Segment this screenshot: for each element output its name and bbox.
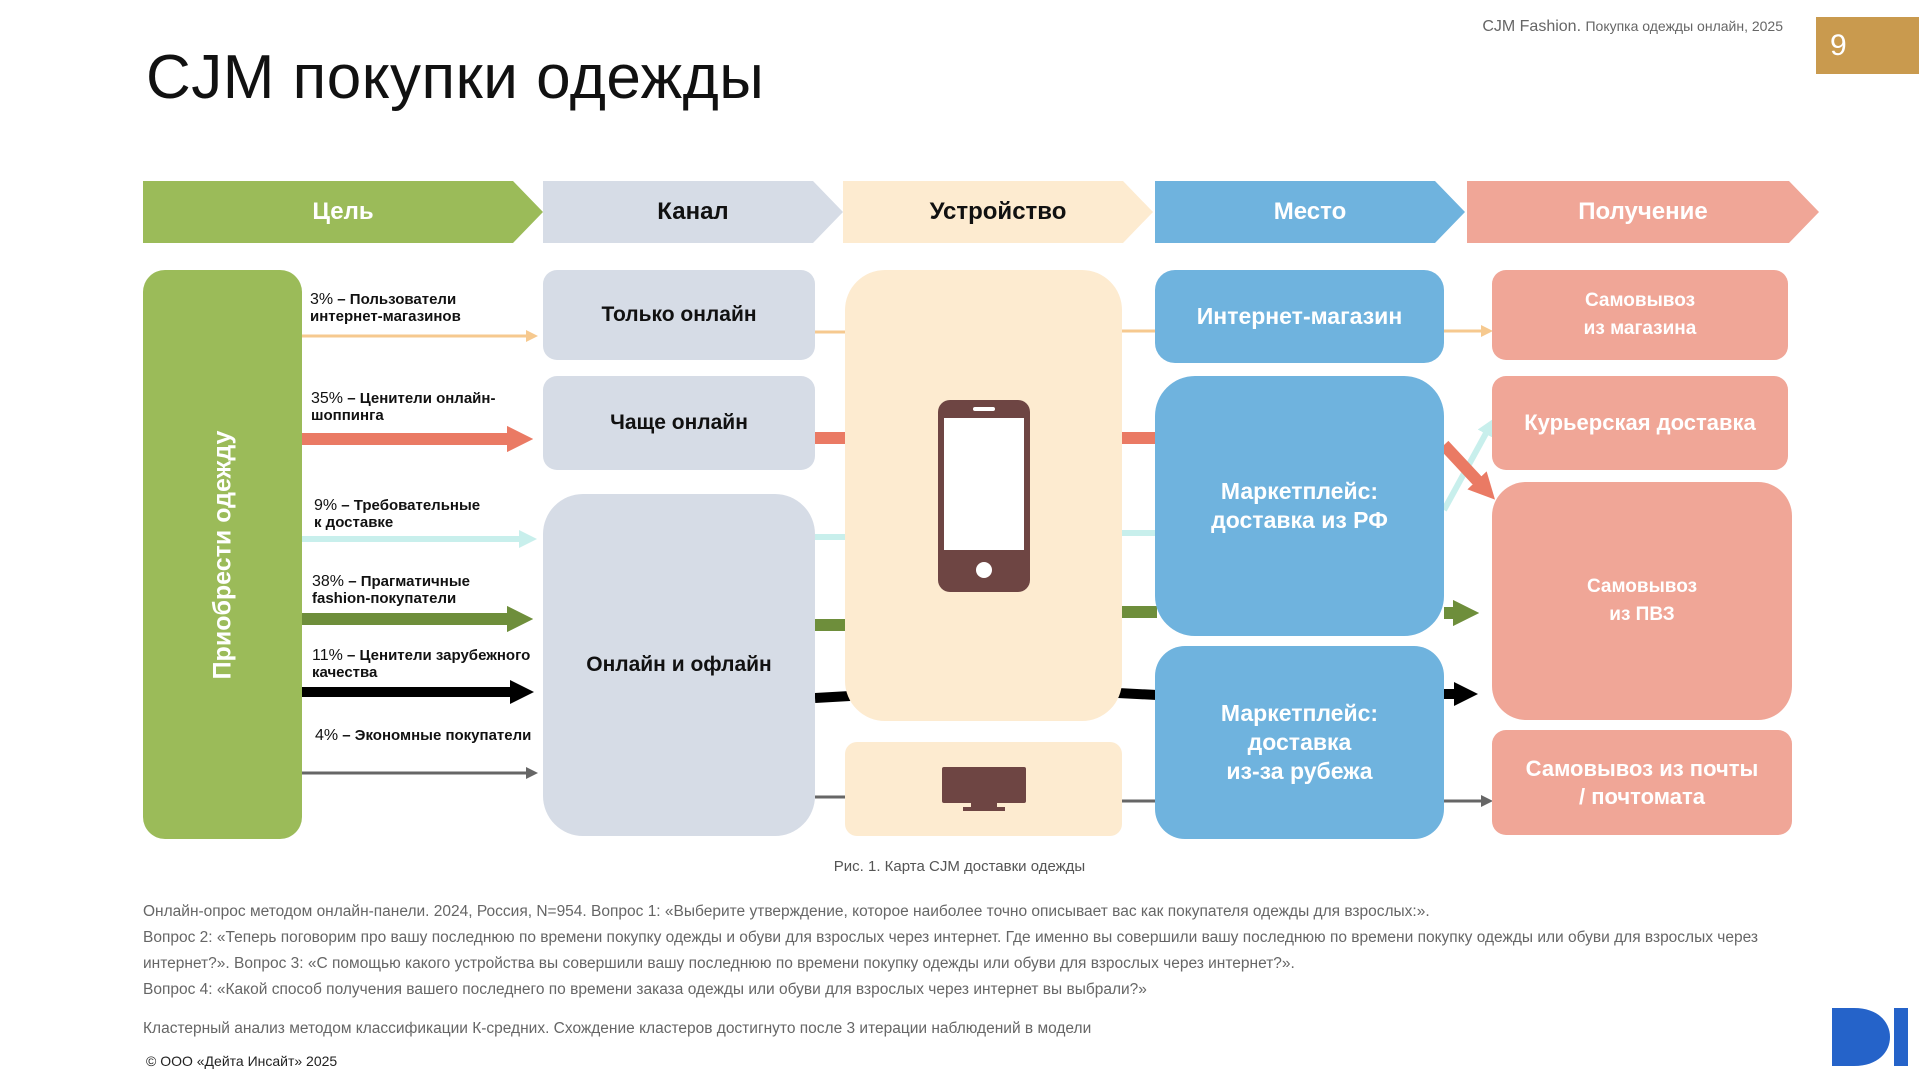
figure-caption: Рис. 1. Карта CJM доставки одежды <box>833 858 1086 875</box>
segment-text: – Требовательные <box>341 497 481 514</box>
stage-channel: Канал <box>543 181 843 243</box>
receiving-line: / почтомата <box>1578 783 1706 809</box>
segment-text-2: fashion-покупатели <box>312 590 457 607</box>
segment-text: – Экономные покупатели <box>342 727 532 744</box>
segment-text-2: к доставке <box>314 514 394 531</box>
segment-text: – Ценители онлайн- <box>347 390 496 407</box>
monitor-icon <box>941 767 1026 811</box>
note-line-4: Кластерный анализ методом классификации … <box>143 1020 1092 1037</box>
stage-device: Устройство <box>843 181 1153 243</box>
company-logo-icon <box>1832 1008 1908 1066</box>
receiving-store-pickup: Самовывоз из магазина <box>1492 270 1788 360</box>
channel-online-only: Только онлайн <box>543 270 815 360</box>
segment-label-6: 4% – Экономные покупатели <box>315 727 531 744</box>
place-online-store: Интернет-магазин <box>1155 270 1444 363</box>
note-line-1: Онлайн-опрос методом онлайн-панели. 2024… <box>143 903 1430 920</box>
segment-pct: 9% <box>314 497 338 514</box>
segment-label-2: 35% – Ценители онлайн- шоппинга <box>311 390 495 424</box>
receiving-line: из магазина <box>1583 318 1697 339</box>
stage-goal: Цель <box>143 181 543 243</box>
header-subtitle: Покупка одежды онлайн, 2025 <box>1585 18 1783 34</box>
copyright: © ООО «Дейта Инсайт» 2025 <box>146 1053 338 1069</box>
page-number: 9 <box>1816 17 1919 74</box>
segment-pct: 38% <box>312 573 345 590</box>
channel-online-offline: Онлайн и офлайн <box>543 494 815 836</box>
place-line: доставка из РФ <box>1211 507 1388 533</box>
receiving-post-pickup: Самовывоз из почты / почтомата <box>1492 730 1792 835</box>
receiving-courier: Курьерская доставка <box>1492 376 1788 470</box>
device-mobile-box <box>845 270 1122 721</box>
segment-label-3: 9% – Требовательные к доставке <box>314 497 480 531</box>
stage-receiving: Получение <box>1467 181 1819 243</box>
place-line: Маркетплейс: <box>1220 700 1379 726</box>
segment-text: – Ценители зарубежного <box>347 647 531 664</box>
segment-text-2: качества <box>312 664 378 681</box>
smartphone-icon <box>937 399 1030 592</box>
note-line-3: Вопрос 4: «Какой способ получения вашего… <box>143 981 1147 998</box>
channel-mostly-online: Чаще онлайн <box>543 376 815 470</box>
segment-text: – Прагматичные <box>348 573 470 590</box>
segment-pct: 3% <box>310 291 334 308</box>
header-info: CJM Fashion. Покупка одежды онлайн, 2025 <box>1482 18 1783 36</box>
receiving-pvz-pickup: Самовывоз из ПВЗ <box>1492 482 1792 720</box>
receiving-line: Самовывоз <box>1584 290 1696 311</box>
receiving-line: из ПВЗ <box>1609 604 1675 625</box>
device-desktop-box <box>845 742 1122 836</box>
segment-label-4: 38% – Прагматичные fashion-покупатели <box>312 573 470 607</box>
note-line-2: Вопрос 2: «Теперь поговорим про вашу пос… <box>143 929 1758 972</box>
segment-label-5: 11% – Ценители зарубежного качества <box>312 647 530 681</box>
place-line: из-за рубежа <box>1226 758 1373 784</box>
goal-label: Приобрести одежду <box>208 430 236 679</box>
segment-pct: 4% <box>315 727 339 744</box>
segment-text-2: шоппинга <box>311 407 384 424</box>
segment-label-1: 3% – Пользователи интернет-магазинов <box>310 291 461 325</box>
page-title: CJM покупки одежды <box>146 43 765 112</box>
segment-pct: 35% <box>311 390 344 407</box>
stage-place: Место <box>1155 181 1465 243</box>
place-marketplace-abroad: Маркетплейс: доставка из-за рубежа <box>1155 646 1444 839</box>
header-brand: CJM Fashion. <box>1482 18 1582 35</box>
receiving-line: Самовывоз <box>1586 576 1698 597</box>
place-line: Маркетплейс: <box>1220 478 1379 504</box>
place-line: доставка <box>1247 729 1352 755</box>
segment-text: – Пользователи <box>337 291 457 308</box>
receiving-line: Самовывоз из почты <box>1525 755 1759 781</box>
segment-pct: 11% <box>312 647 343 664</box>
place-marketplace-rf: Маркетплейс: доставка из РФ <box>1155 376 1444 636</box>
segment-text-2: интернет-магазинов <box>310 308 461 325</box>
goal-bar: Приобрести одежду <box>143 270 302 839</box>
